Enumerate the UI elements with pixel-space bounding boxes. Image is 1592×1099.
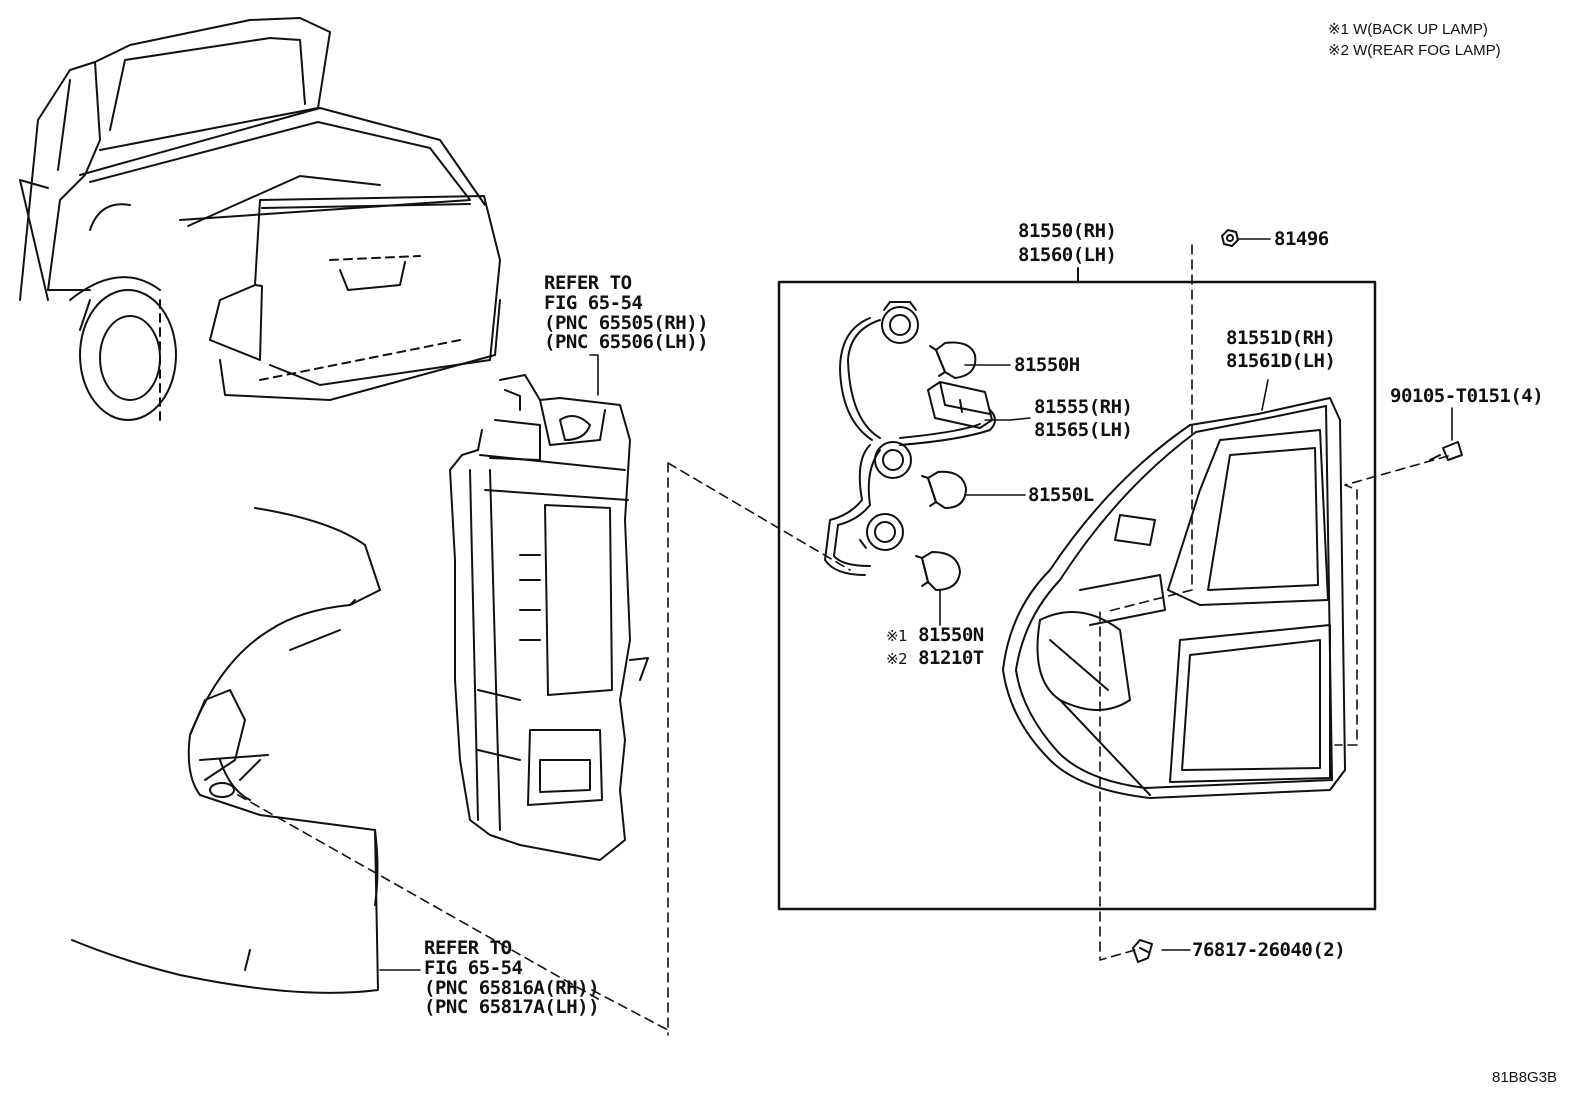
bulb-t-row: ※2 81210T	[886, 647, 984, 670]
ref-lower-line3: (PNC 65816A(RH))	[424, 977, 600, 999]
truck-illustration	[19, 17, 501, 426]
fender-illustration	[71, 507, 381, 994]
assembly-rh-label: 81550(RH)	[1018, 220, 1117, 242]
note2-mark: ※2	[886, 650, 908, 668]
assembly-box	[777, 280, 1377, 911]
socket-rh-label: 81555(RH)	[1034, 396, 1133, 418]
bulb-h-label: 81550H	[1014, 354, 1080, 376]
clip-76817	[1132, 939, 1153, 963]
ref-lower-line4: (PNC 65817A(LH))	[424, 996, 600, 1018]
bulb-l-label: 81550L	[1028, 484, 1094, 506]
ref-upper-line2: FIG 65-54	[544, 292, 643, 314]
assembly-lh-label: 81560(LH)	[1018, 244, 1117, 266]
tail-lamp-lens	[1002, 397, 1346, 799]
screw-90105	[1429, 441, 1463, 461]
socket-lh-label: 81565(LH)	[1034, 419, 1133, 441]
bulb-n-label: 81550N	[918, 624, 984, 646]
bulbs	[915, 341, 977, 591]
bulb-n-row: ※1 81550N	[886, 624, 984, 647]
note1-mark: ※1	[886, 627, 908, 645]
ref-upper-line1: REFER TO	[544, 272, 632, 294]
clip-part-label: 76817-26040(2)	[1192, 939, 1346, 961]
bulb-t-label: 81210T	[918, 647, 984, 669]
lens-rh-label: 81551D(RH)	[1226, 327, 1336, 349]
lens-lh-label: 81561D(LH)	[1226, 350, 1336, 372]
ref-lower-line2: FIG 65-54	[424, 957, 523, 979]
nut-81496	[1221, 229, 1239, 247]
ref-upper-line4: (PNC 65506(LH))	[544, 331, 709, 353]
figure-code: 81B8G3B	[1492, 1069, 1558, 1086]
note-rear-fog-lamp: ※2 W(REAR FOG LAMP)	[1328, 42, 1501, 59]
ref-upper-line3: (PNC 65505(RH))	[544, 312, 709, 334]
wiring-and-sockets	[824, 301, 996, 576]
ref-lower-line1: REFER TO	[424, 937, 512, 959]
screw-part-label: 90105-T0151(4)	[1390, 385, 1544, 407]
body-panel-illustration	[449, 374, 649, 861]
nut-part-label: 81496	[1274, 228, 1329, 250]
note-backup-lamp: ※1 W(BACK UP LAMP)	[1328, 21, 1488, 38]
